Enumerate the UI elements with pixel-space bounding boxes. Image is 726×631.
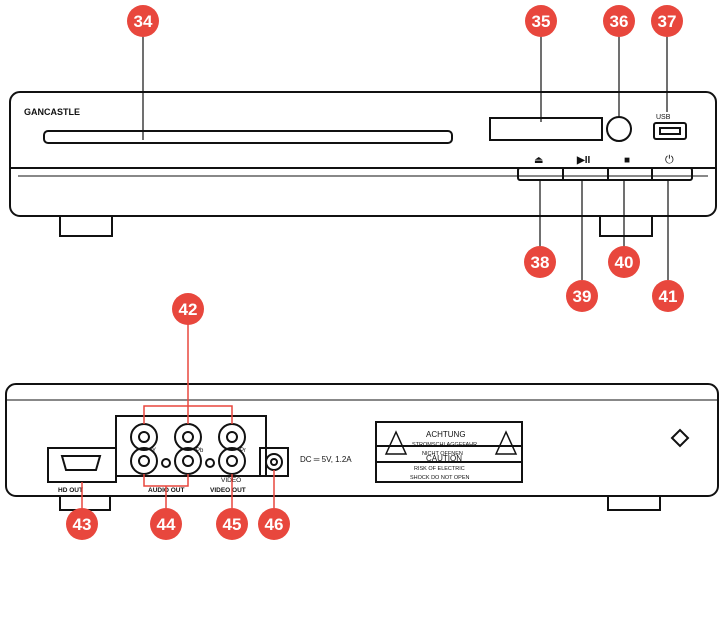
front-foot-right bbox=[599, 216, 653, 237]
component-y-jack bbox=[130, 423, 158, 451]
disc-slot bbox=[43, 130, 453, 144]
lightning-warning-icon bbox=[384, 430, 408, 455]
hdmi-port bbox=[60, 455, 102, 471]
button-dividers bbox=[562, 168, 653, 180]
video-jack-label: VIDEO bbox=[221, 477, 241, 484]
svg-text:34: 34 bbox=[134, 12, 153, 31]
back-foot-left bbox=[59, 496, 111, 511]
caution-line2: SHOCK DO NOT OPEN bbox=[410, 475, 470, 481]
front-foot-left bbox=[59, 216, 113, 237]
callout-46: 46 bbox=[258, 508, 290, 540]
dc-rating-label: DC ═ 5V, 1.2A bbox=[300, 455, 352, 464]
y-label: Y bbox=[152, 448, 156, 454]
front-leader-lines bbox=[142, 36, 669, 280]
panel-screw-right bbox=[205, 458, 215, 468]
back-body bbox=[5, 383, 719, 497]
svg-text:41: 41 bbox=[659, 287, 678, 306]
svg-text:42: 42 bbox=[179, 300, 198, 319]
callout-34: 34 bbox=[127, 5, 159, 37]
ir-sensor bbox=[606, 116, 632, 142]
component-pb-jack bbox=[174, 423, 202, 451]
callout-36: 36 bbox=[603, 5, 635, 37]
usb-port bbox=[653, 122, 687, 140]
svg-text:44: 44 bbox=[157, 515, 176, 534]
callout-35: 35 bbox=[525, 5, 557, 37]
svg-text:40: 40 bbox=[615, 253, 634, 272]
exclamation-warning-icon bbox=[494, 430, 518, 455]
dc-jack bbox=[265, 453, 283, 471]
warning-triangles bbox=[384, 430, 518, 455]
callout-37: 37 bbox=[651, 5, 683, 37]
callout-42: 42 bbox=[172, 293, 204, 325]
achtung-title: ACHTUNG bbox=[426, 430, 466, 439]
svg-text:39: 39 bbox=[573, 287, 592, 306]
usb-label: USB bbox=[656, 114, 671, 121]
svg-text:38: 38 bbox=[531, 253, 550, 272]
back-leader-lines bbox=[81, 322, 275, 508]
certification-logo-icon bbox=[670, 428, 690, 448]
svg-text:35: 35 bbox=[532, 12, 551, 31]
svg-text:43: 43 bbox=[73, 515, 92, 534]
svg-text:37: 37 bbox=[658, 12, 677, 31]
front-body bbox=[9, 91, 717, 217]
pb-label: Pb bbox=[196, 448, 204, 454]
svg-text:45: 45 bbox=[223, 515, 242, 534]
jack-panel bbox=[115, 415, 267, 477]
warning-label-caution bbox=[375, 445, 523, 483]
power-icon: ⏻ bbox=[665, 154, 674, 166]
usb-port-inner bbox=[659, 127, 681, 135]
eject-icon: ⏏ bbox=[534, 155, 543, 166]
callout-43: 43 bbox=[66, 508, 98, 540]
front-panel bbox=[9, 91, 717, 237]
panel-screw-left bbox=[161, 458, 171, 468]
video-out-label: VIDEO OUT bbox=[210, 487, 246, 494]
callout-38: 38 bbox=[524, 246, 556, 278]
warning-label-achtung bbox=[375, 421, 523, 463]
pr-label: Pr bbox=[240, 448, 246, 454]
play-pause-icon: ▶II bbox=[576, 155, 590, 166]
hdmi-frame bbox=[47, 447, 117, 483]
button-strip bbox=[517, 167, 693, 181]
svg-text:36: 36 bbox=[610, 12, 629, 31]
back-panel bbox=[5, 383, 719, 511]
brand-logo: GANCASTLE bbox=[24, 107, 80, 117]
achtung-line2: NICHT OFFNEN bbox=[422, 451, 463, 457]
callout-40: 40 bbox=[608, 246, 640, 278]
callout-45: 45 bbox=[216, 508, 248, 540]
svg-text:46: 46 bbox=[265, 515, 284, 534]
callout-39: 39 bbox=[566, 280, 598, 312]
callout-44: 44 bbox=[150, 508, 182, 540]
back-foot-right bbox=[607, 496, 661, 511]
display-window bbox=[489, 117, 603, 141]
caution-line1: RISK OF ELECTRIC bbox=[414, 466, 465, 472]
callout-41: 41 bbox=[652, 280, 684, 312]
component-pr-jack bbox=[218, 423, 246, 451]
stop-icon: ■ bbox=[624, 155, 630, 166]
hd-out-label: HD OUT bbox=[58, 487, 83, 494]
achtung-line1: STROMSCHLAGGEFAHR bbox=[412, 442, 477, 448]
caution-title: CAUTION bbox=[426, 454, 462, 463]
